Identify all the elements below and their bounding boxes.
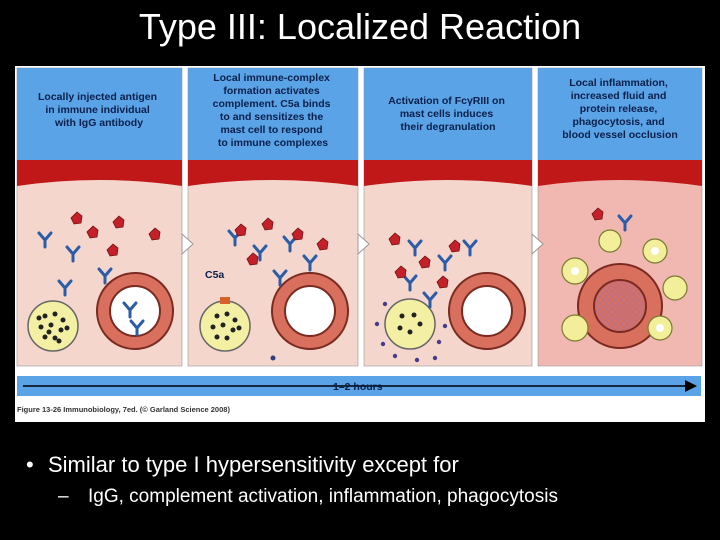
panel-4-caption-box — [538, 68, 702, 160]
blood-vessel — [448, 272, 526, 350]
panel-1-caption-box — [17, 68, 182, 160]
panel-3: Activation of FcγRIII on mast cells indu… — [363, 67, 533, 367]
panel-2-caption: Local immune-complex formation activates… — [213, 72, 334, 149]
panel-1-caption: Locally injected antigen in immune indiv… — [38, 91, 160, 129]
sub-bullet-marker: – — [58, 486, 69, 507]
figure-credit: Figure 13-26 Immunobiology, 7ed. (© Garl… — [17, 405, 230, 414]
panel-arrows — [181, 232, 544, 256]
panel-3-tissue-top — [364, 160, 532, 186]
panel-2-tissue-top — [188, 160, 358, 186]
sub-bullet-text: IgG, complement activation, inflammation… — [88, 486, 558, 507]
blood-vessel — [271, 272, 349, 350]
mast-cell — [199, 297, 251, 352]
occluded-blood-vessel — [577, 263, 663, 349]
bullet-list: • Similar to type I hypersensitivity exc… — [26, 452, 716, 508]
panel-4: Local inflammation, increased fluid and … — [537, 67, 703, 367]
panel-1-tissue-top — [17, 160, 182, 186]
bullet-item: • Similar to type I hypersensitivity exc… — [26, 452, 716, 478]
panel-4-caption: Local inflammation, increased fluid and … — [562, 77, 678, 141]
timeline-label: 1–2 hours — [333, 381, 383, 393]
type-iii-reaction-figure: Locally injected antigen in immune indiv… — [15, 66, 705, 422]
blood-vessel — [96, 272, 174, 350]
slide-title: Type III: Localized Reaction — [138, 6, 582, 47]
timeline — [17, 376, 701, 396]
panel-1: Locally injected antigen in immune indiv… — [16, 67, 183, 367]
panel-4-tissue-top — [538, 160, 702, 186]
panel-2: Local immune-complex formation activates… — [187, 67, 359, 367]
sub-bullet-item: – IgG, complement activation, inflammati… — [26, 486, 716, 508]
mast-cell — [27, 300, 79, 352]
bullet-text: Similar to type I hypersensitivity excep… — [48, 452, 459, 477]
degranulating-mast-cell — [374, 298, 448, 363]
c5a-label: C5a — [205, 269, 224, 281]
panel-3-caption: Activation of FcγRIII on mast cells indu… — [388, 95, 508, 133]
bullet-marker: • — [26, 452, 34, 477]
panel-3-caption-box — [364, 68, 532, 160]
panel-2-caption-box — [188, 68, 358, 160]
